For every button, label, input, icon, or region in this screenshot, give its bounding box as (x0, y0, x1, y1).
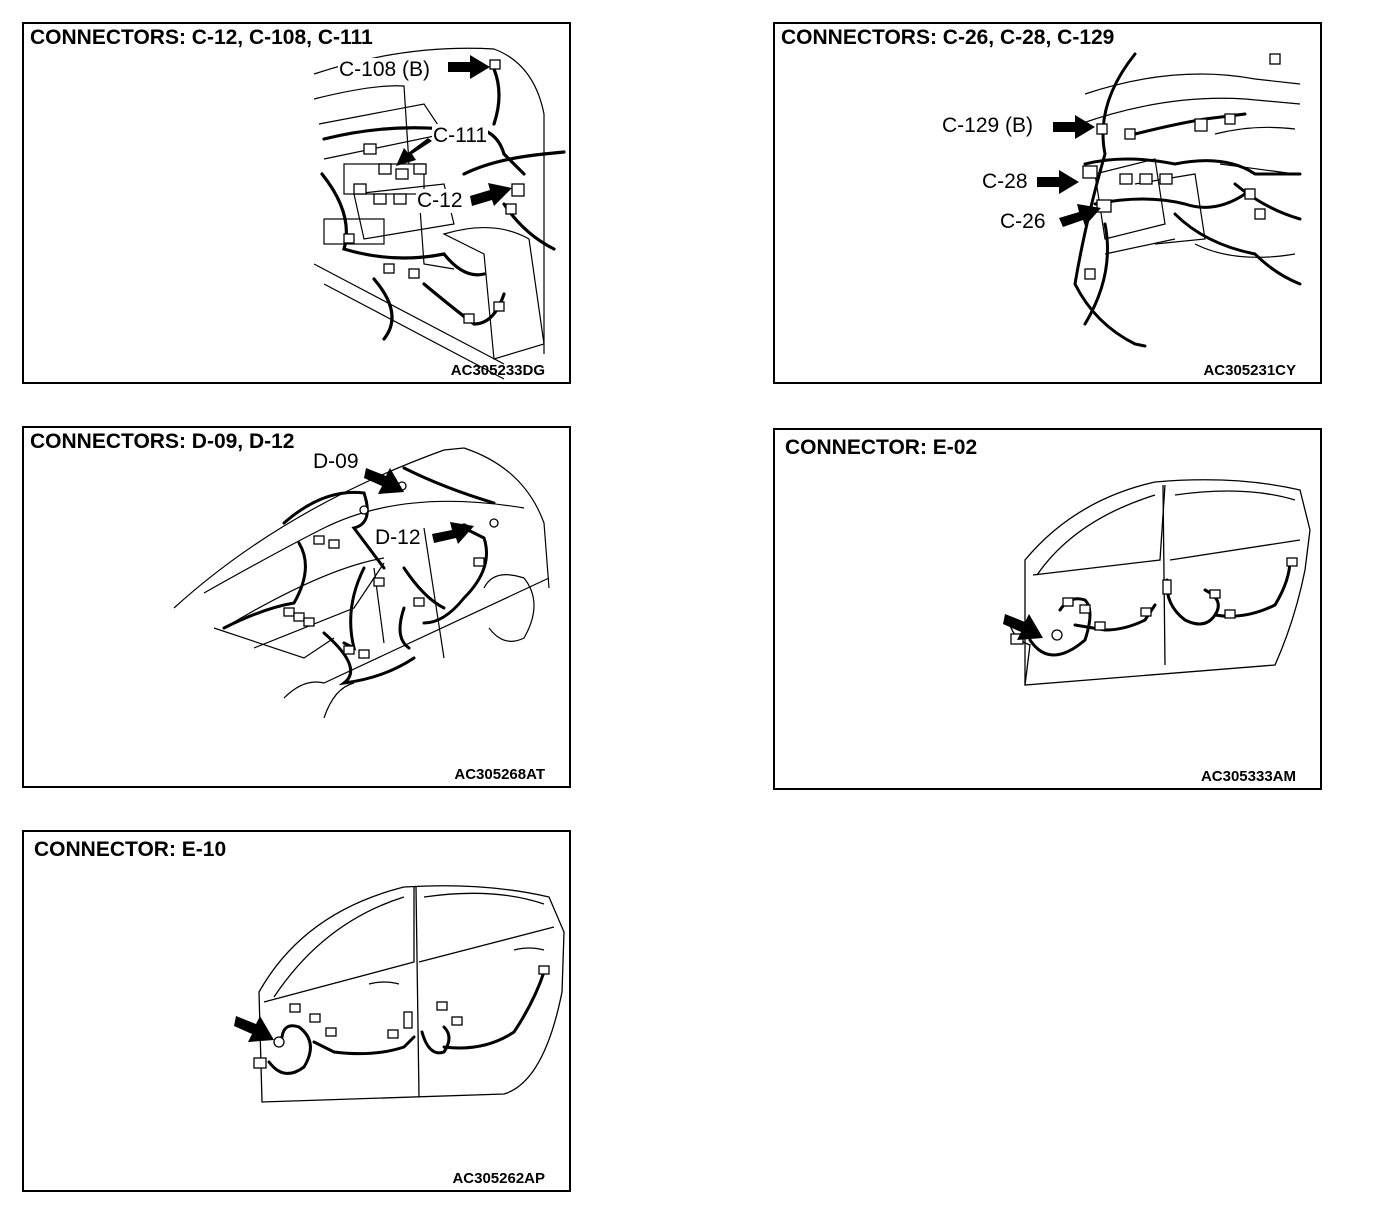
arrow-right-icon (1053, 115, 1095, 139)
arrow-down-left-icon (396, 138, 432, 166)
arrow-down-right-icon (1003, 614, 1043, 640)
dashboard-harness-illustration (1073, 52, 1302, 348)
callout-label-c111: C-111 (432, 124, 489, 148)
connector-panel-c12-c108-c111: CONNECTORS: C-12, C-108, C-111 (22, 22, 571, 384)
side-doors-harness-illustration (253, 885, 565, 1103)
figure-code: AC305231CY (1203, 362, 1296, 379)
connector-panel-e02: CONNECTOR: E-02 (773, 428, 1322, 790)
vehicle-roof-harness-illustration (173, 447, 550, 719)
arrow-right-icon (432, 522, 474, 544)
panel-title: CONNECTORS: C-12, C-108, C-111 (30, 26, 373, 50)
callout-label-c108: C-108 (B) (338, 58, 432, 82)
figure-code: AC305262AP (452, 1170, 545, 1187)
panel-title: CONNECTOR: E-02 (785, 436, 978, 460)
callout-label-d09: D-09 (312, 450, 360, 474)
arrow-right-icon (448, 55, 490, 79)
arrow-right-icon (1037, 170, 1079, 194)
panel-title: CONNECTORS: D-09, D-12 (30, 430, 295, 454)
callout-label-d12: D-12 (374, 526, 422, 550)
callout-label-c26: C-26 (999, 210, 1047, 234)
arrow-down-right-icon (364, 468, 404, 494)
connector-panel-c26-c28-c129: CONNECTORS: C-26, C-28, C-129 (773, 22, 1322, 384)
connector-panel-e10: CONNECTOR: E-10 (22, 830, 571, 1192)
arrow-down-right-icon (234, 1016, 274, 1042)
panel-title: CONNECTORS: C-26, C-28, C-129 (781, 26, 1115, 50)
figure-code: AC305268AT (454, 766, 545, 783)
callout-label-c129: C-129 (B) (941, 114, 1035, 138)
callout-label-c12: C-12 (416, 189, 464, 213)
arrow-right-icon (470, 183, 512, 206)
callout-label-c28: C-28 (981, 170, 1029, 194)
panel-title: CONNECTOR: E-10 (34, 838, 227, 862)
connector-panel-d09-d12: CONNECTORS: D-09, D-12 (22, 426, 571, 788)
figure-code: AC305233DG (450, 362, 545, 379)
figure-code: AC305333AM (1200, 768, 1296, 785)
front-door-harness-illustration (1009, 479, 1311, 686)
arrow-right-icon (1059, 204, 1101, 227)
